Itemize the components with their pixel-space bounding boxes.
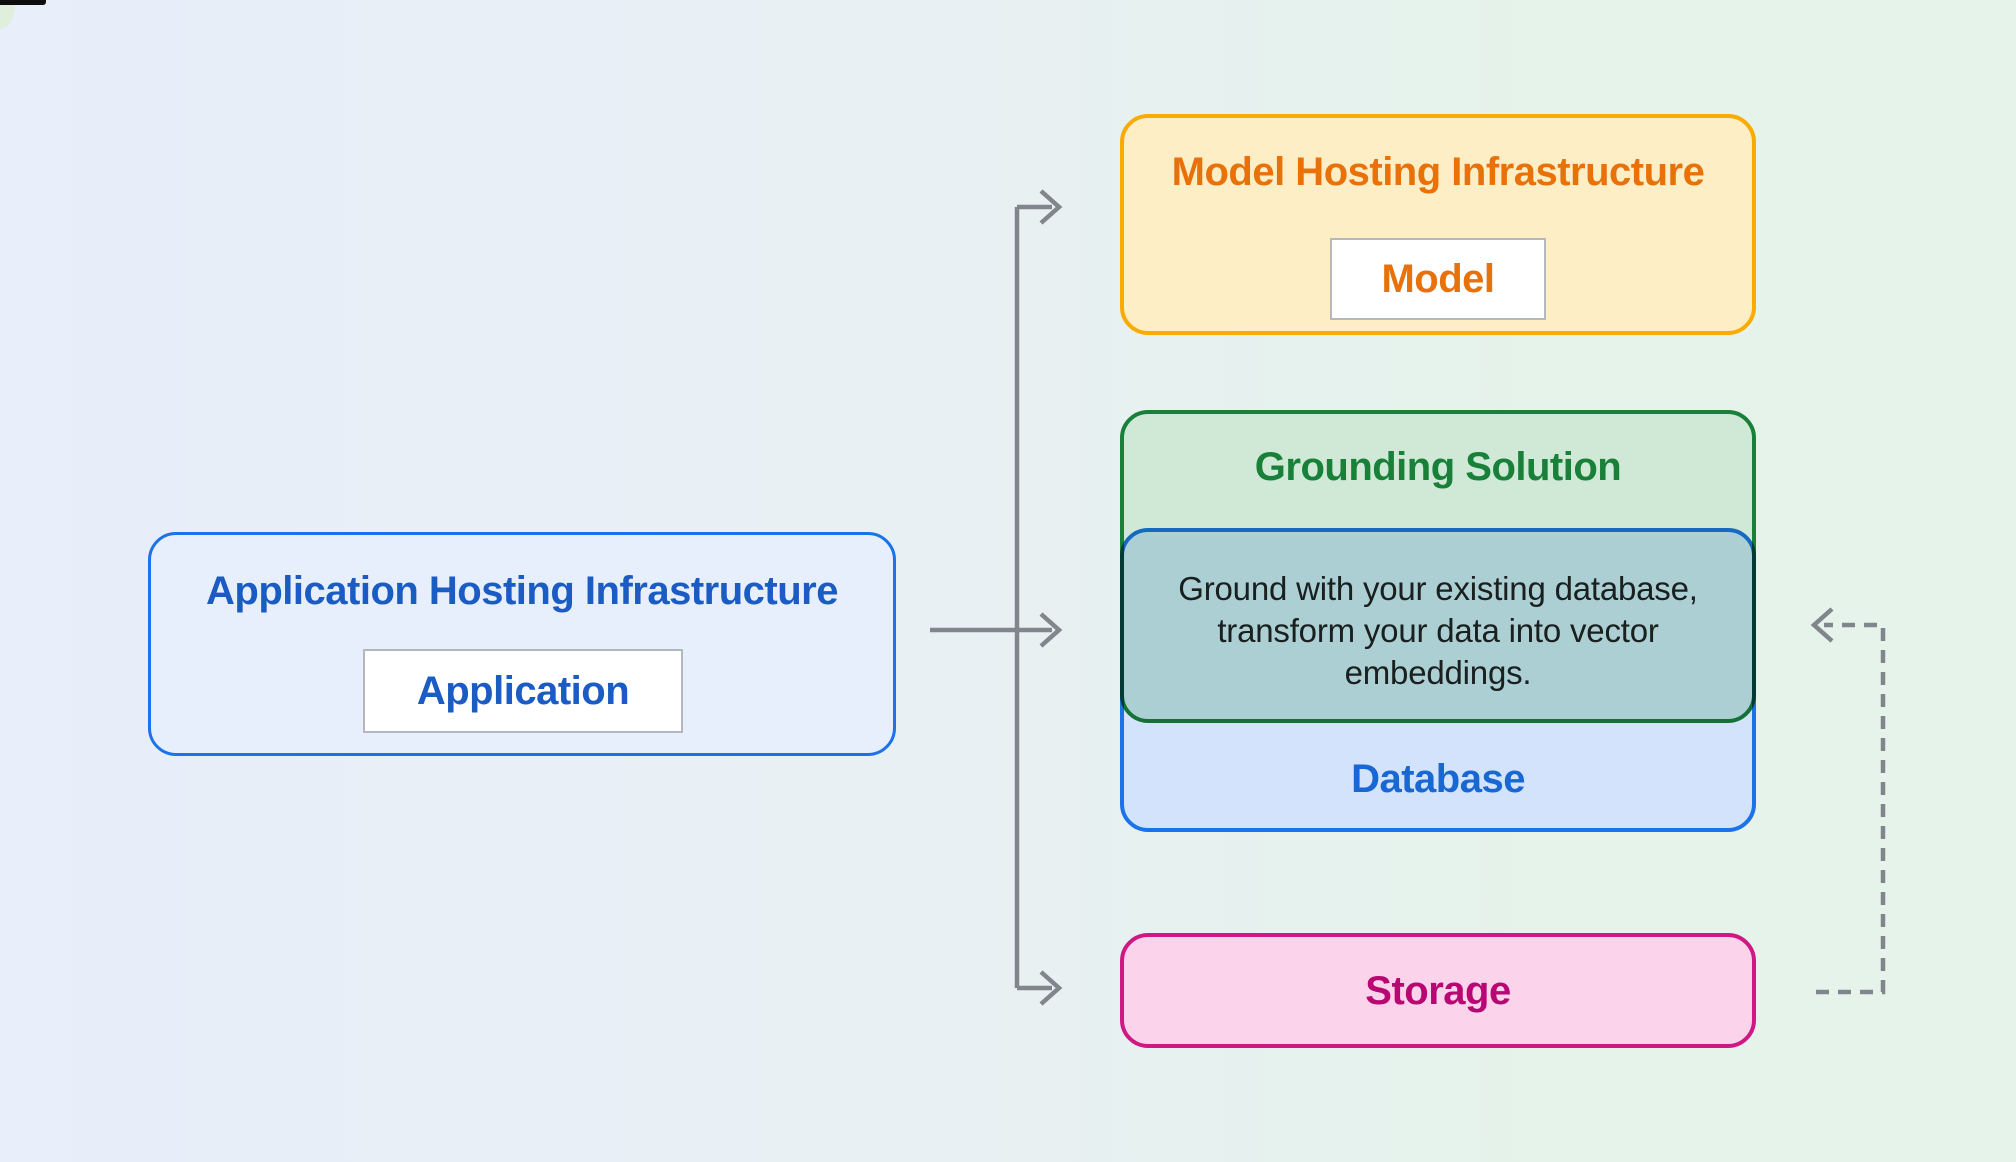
arrow-app-to-grounding-head — [1039, 612, 1063, 648]
screenshot-corner-fringe — [0, 5, 15, 29]
model-chip-label: Model — [1381, 256, 1495, 301]
model-hosting-title: Model Hosting Infrastructure — [1171, 150, 1705, 194]
application-hosting-box: Application Hosting Infrastructure Appli… — [148, 532, 896, 756]
model-chip: Model — [1330, 238, 1546, 320]
screenshot-corner-artifact — [0, 0, 46, 5]
storage-box: Storage — [1120, 933, 1756, 1048]
storage-label: Storage — [1365, 968, 1511, 1013]
model-hosting-box: Model Hosting Infrastructure Model — [1120, 114, 1756, 335]
grounding-description: Ground with your existing database, tran… — [1178, 570, 1698, 691]
application-hosting-title: Application Hosting Infrastructure — [206, 569, 838, 613]
arrow-storage-to-grounding-dashed — [1816, 622, 1886, 995]
grounding-solution-box: Grounding Solution — [1120, 410, 1756, 723]
arrow-app-to-model-head — [1039, 189, 1063, 225]
application-chip: Application — [363, 649, 683, 733]
application-chip-label: Application — [416, 668, 630, 713]
arrow-app-to-storage-head — [1039, 970, 1063, 1006]
grounding-solution-title: Grounding Solution — [1254, 445, 1622, 489]
database-box: Ground with your existing database, tran… — [1120, 528, 1756, 832]
arrow-storage-to-grounding-head — [1810, 607, 1834, 643]
database-label: Database — [1351, 757, 1525, 801]
